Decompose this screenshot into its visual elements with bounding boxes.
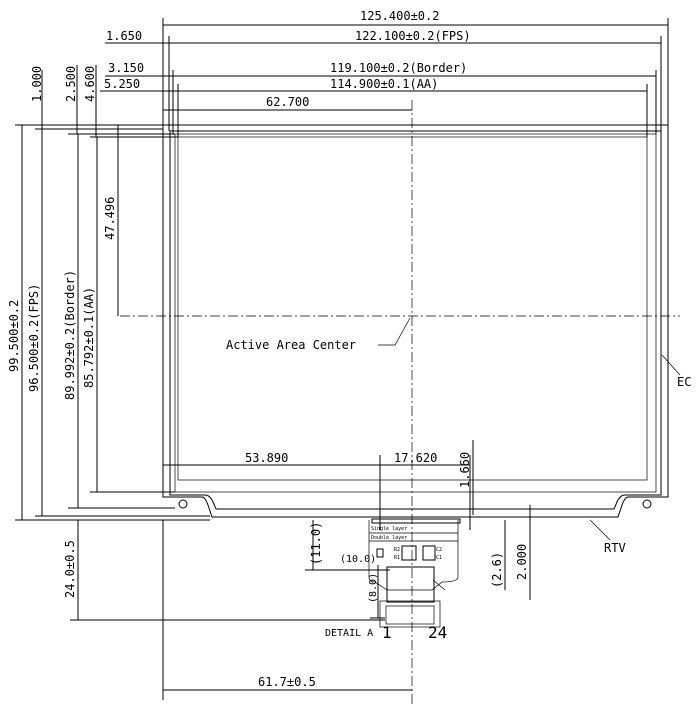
dim-half-width: 62.700 (266, 95, 309, 109)
dim-tail-gap: 1.660 (458, 452, 472, 488)
dim-2-6: (2.6) (490, 552, 504, 588)
dim-3150: 3.150 (108, 61, 144, 75)
dim-tail-width: 17.620 (394, 451, 437, 465)
pin-24-label: 24 (428, 623, 447, 642)
fpc-detail (368, 518, 461, 628)
dim-fps-height: 96.500±0.2(FPS) (27, 284, 41, 392)
dim-5250: 5.250 (104, 77, 140, 91)
dim-total-width: 125.400±0.2 (360, 9, 439, 23)
dim-border-height: 89.992±0.2(Border) (63, 270, 77, 400)
dim-1650: 1.650 (106, 29, 142, 43)
c2-label: C2 (436, 547, 442, 553)
dim-10: (10.0) (340, 554, 376, 565)
active-area (177, 136, 648, 481)
c1-label: C1 (436, 555, 442, 561)
active-area-center-label: Active Area Center (226, 338, 356, 352)
dim-fps-width: 122.100±0.2(FPS) (355, 29, 471, 43)
rtv-label: RTV (604, 541, 626, 555)
dim-fpc-offset: 61.7±0.5 (258, 675, 316, 689)
dim-2500: 2.500 (64, 66, 78, 102)
dim-8: (8.0) (368, 573, 379, 603)
dim-11: (11.0) (309, 522, 323, 565)
panel-outline (162, 124, 669, 518)
dim-aa-height: 85.792±0.1(AA) (82, 287, 96, 388)
single-layer-label: Single layer (371, 526, 407, 532)
double-layer-label: Double layer (371, 535, 407, 541)
dim-fpc-length: 24.0±0.5 (63, 540, 77, 598)
dim-border-width: 119.100±0.2(Border) (330, 61, 467, 75)
dim-2000: 2.000 (515, 544, 529, 580)
dim-total-height: 99.500±0.2 (7, 300, 21, 372)
dim-center-height: 47.496 (103, 197, 117, 240)
pin-1-label: 1 (382, 623, 392, 642)
r1-label: R1 (394, 555, 400, 561)
dim-aa-width: 114.900±0.1(AA) (330, 77, 438, 91)
detail-a-label: DETAIL A (325, 628, 373, 639)
left-dimension-lines (15, 65, 210, 521)
dim-1000: 1.000 (30, 66, 44, 102)
ec-label: EC (677, 375, 691, 389)
top-dimension-lines (100, 18, 669, 137)
tail-dimension-lines (70, 440, 531, 700)
r2-label: R2 (394, 547, 400, 553)
dim-tail-offset: 53.890 (245, 451, 288, 465)
dim-4600: 4.600 (83, 66, 97, 102)
